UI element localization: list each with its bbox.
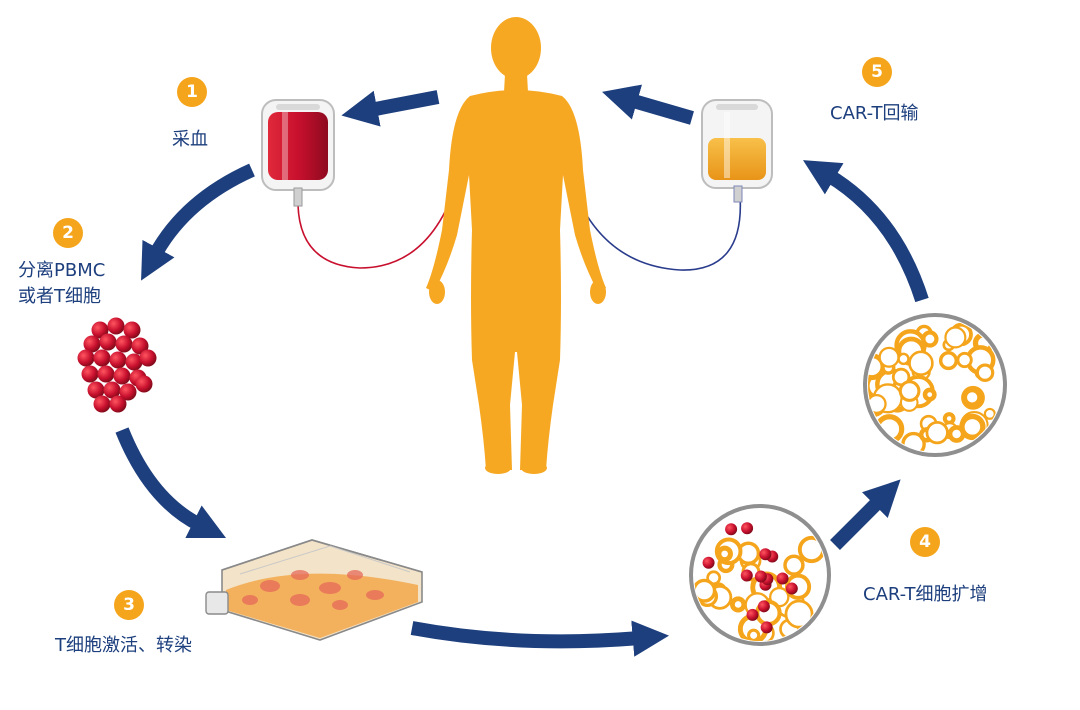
arrow-dish-to-infusion-bag (803, 160, 929, 303)
arrow-blood-to-separation (141, 163, 255, 281)
arrow-expansion-to-dish (830, 479, 901, 550)
car-t-bag-icon (701, 99, 773, 203)
step-3-label: T细胞激活、转染 (55, 635, 192, 656)
step-4-label: CAR-T细胞扩增 (863, 584, 988, 605)
human-figure-icon (426, 17, 606, 474)
red-cells-icon (77, 317, 157, 413)
step-5-badge: 5 (862, 57, 892, 87)
expanded-cells-dish-icon (863, 313, 1007, 457)
blood-bag-icon (261, 99, 335, 207)
infusion-tube (569, 179, 742, 271)
step-1-label: 采血 (172, 129, 208, 150)
arrow-flask-to-expansion (410, 620, 670, 657)
step-3-badge: 3 (114, 590, 144, 620)
arrow-bag-to-body (602, 84, 694, 125)
arrow-body-to-blood-bag (341, 90, 440, 127)
step-4-badge: 4 (910, 527, 940, 557)
step-1-badge: 1 (177, 77, 207, 107)
step-2-badge: 2 (53, 218, 83, 248)
step-2-label-line1: 分离PBMC (18, 260, 106, 281)
mixed-cells-dish-icon (689, 504, 831, 646)
culture-flask-icon (205, 539, 423, 641)
step-2-label-line2: 或者T细胞 (18, 286, 101, 307)
step-5-label: CAR-T回输 (830, 103, 919, 124)
process-arrows (115, 84, 929, 657)
arrow-cells-to-flask (115, 427, 227, 539)
blood-tube (297, 179, 459, 269)
